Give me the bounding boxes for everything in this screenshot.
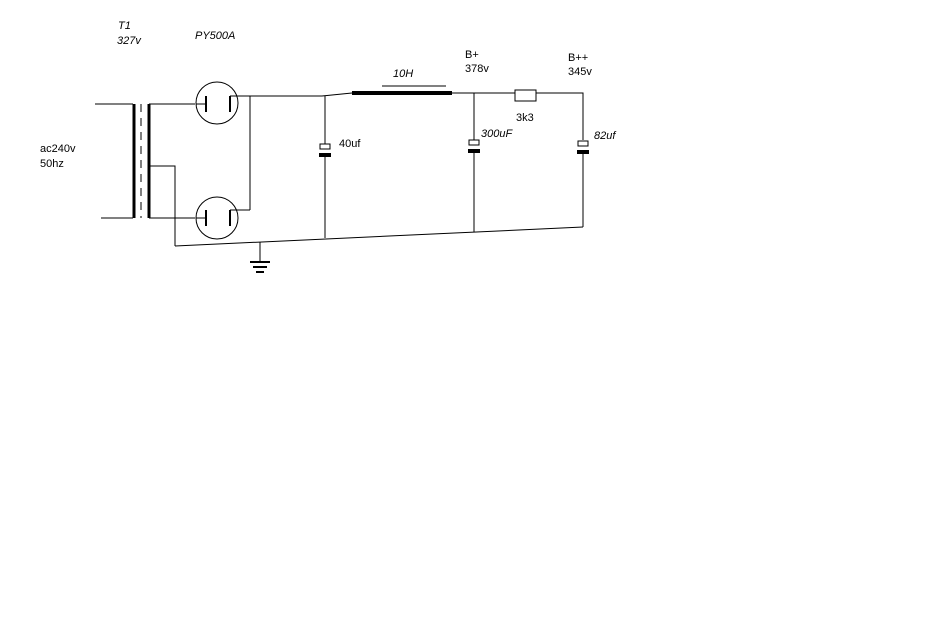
tube-label: PY500A <box>195 30 235 42</box>
resistor-3k3 <box>514 89 537 102</box>
capacitor-82uf <box>577 140 589 227</box>
resistor-value-label: 3k3 <box>516 112 534 124</box>
rail-wire-4 <box>536 92 584 140</box>
ground-icon <box>250 242 270 273</box>
bplus-voltage-label: 378v <box>465 63 489 75</box>
bplus-label: B+ <box>465 49 479 61</box>
ac-frequency-label: 50hz <box>40 158 64 170</box>
ground-return-wire <box>174 226 584 247</box>
rectifier-tube-top <box>195 81 239 125</box>
t1-voltage-label: 327v <box>117 35 142 47</box>
transformer <box>95 103 195 246</box>
center-tap-wire <box>150 165 176 246</box>
capacitor-300uf <box>468 93 480 232</box>
cap2-value-label: 300uF <box>481 128 513 140</box>
choke-value-label: 10H <box>393 68 413 80</box>
capacitor-40uf <box>319 96 331 238</box>
cap3-value-label: 82uf <box>594 130 616 142</box>
rectifier-tube-bottom <box>195 196 250 240</box>
bpp-voltage-label: 345v <box>568 66 592 78</box>
bpp-label: B++ <box>568 52 588 64</box>
t1-label: T1 <box>118 20 131 32</box>
ac-voltage-label: ac240v <box>40 143 76 155</box>
rail-wire-2 <box>321 92 353 97</box>
cathode-link-wire <box>235 95 251 210</box>
cap1-value-label: 40uf <box>339 138 361 150</box>
